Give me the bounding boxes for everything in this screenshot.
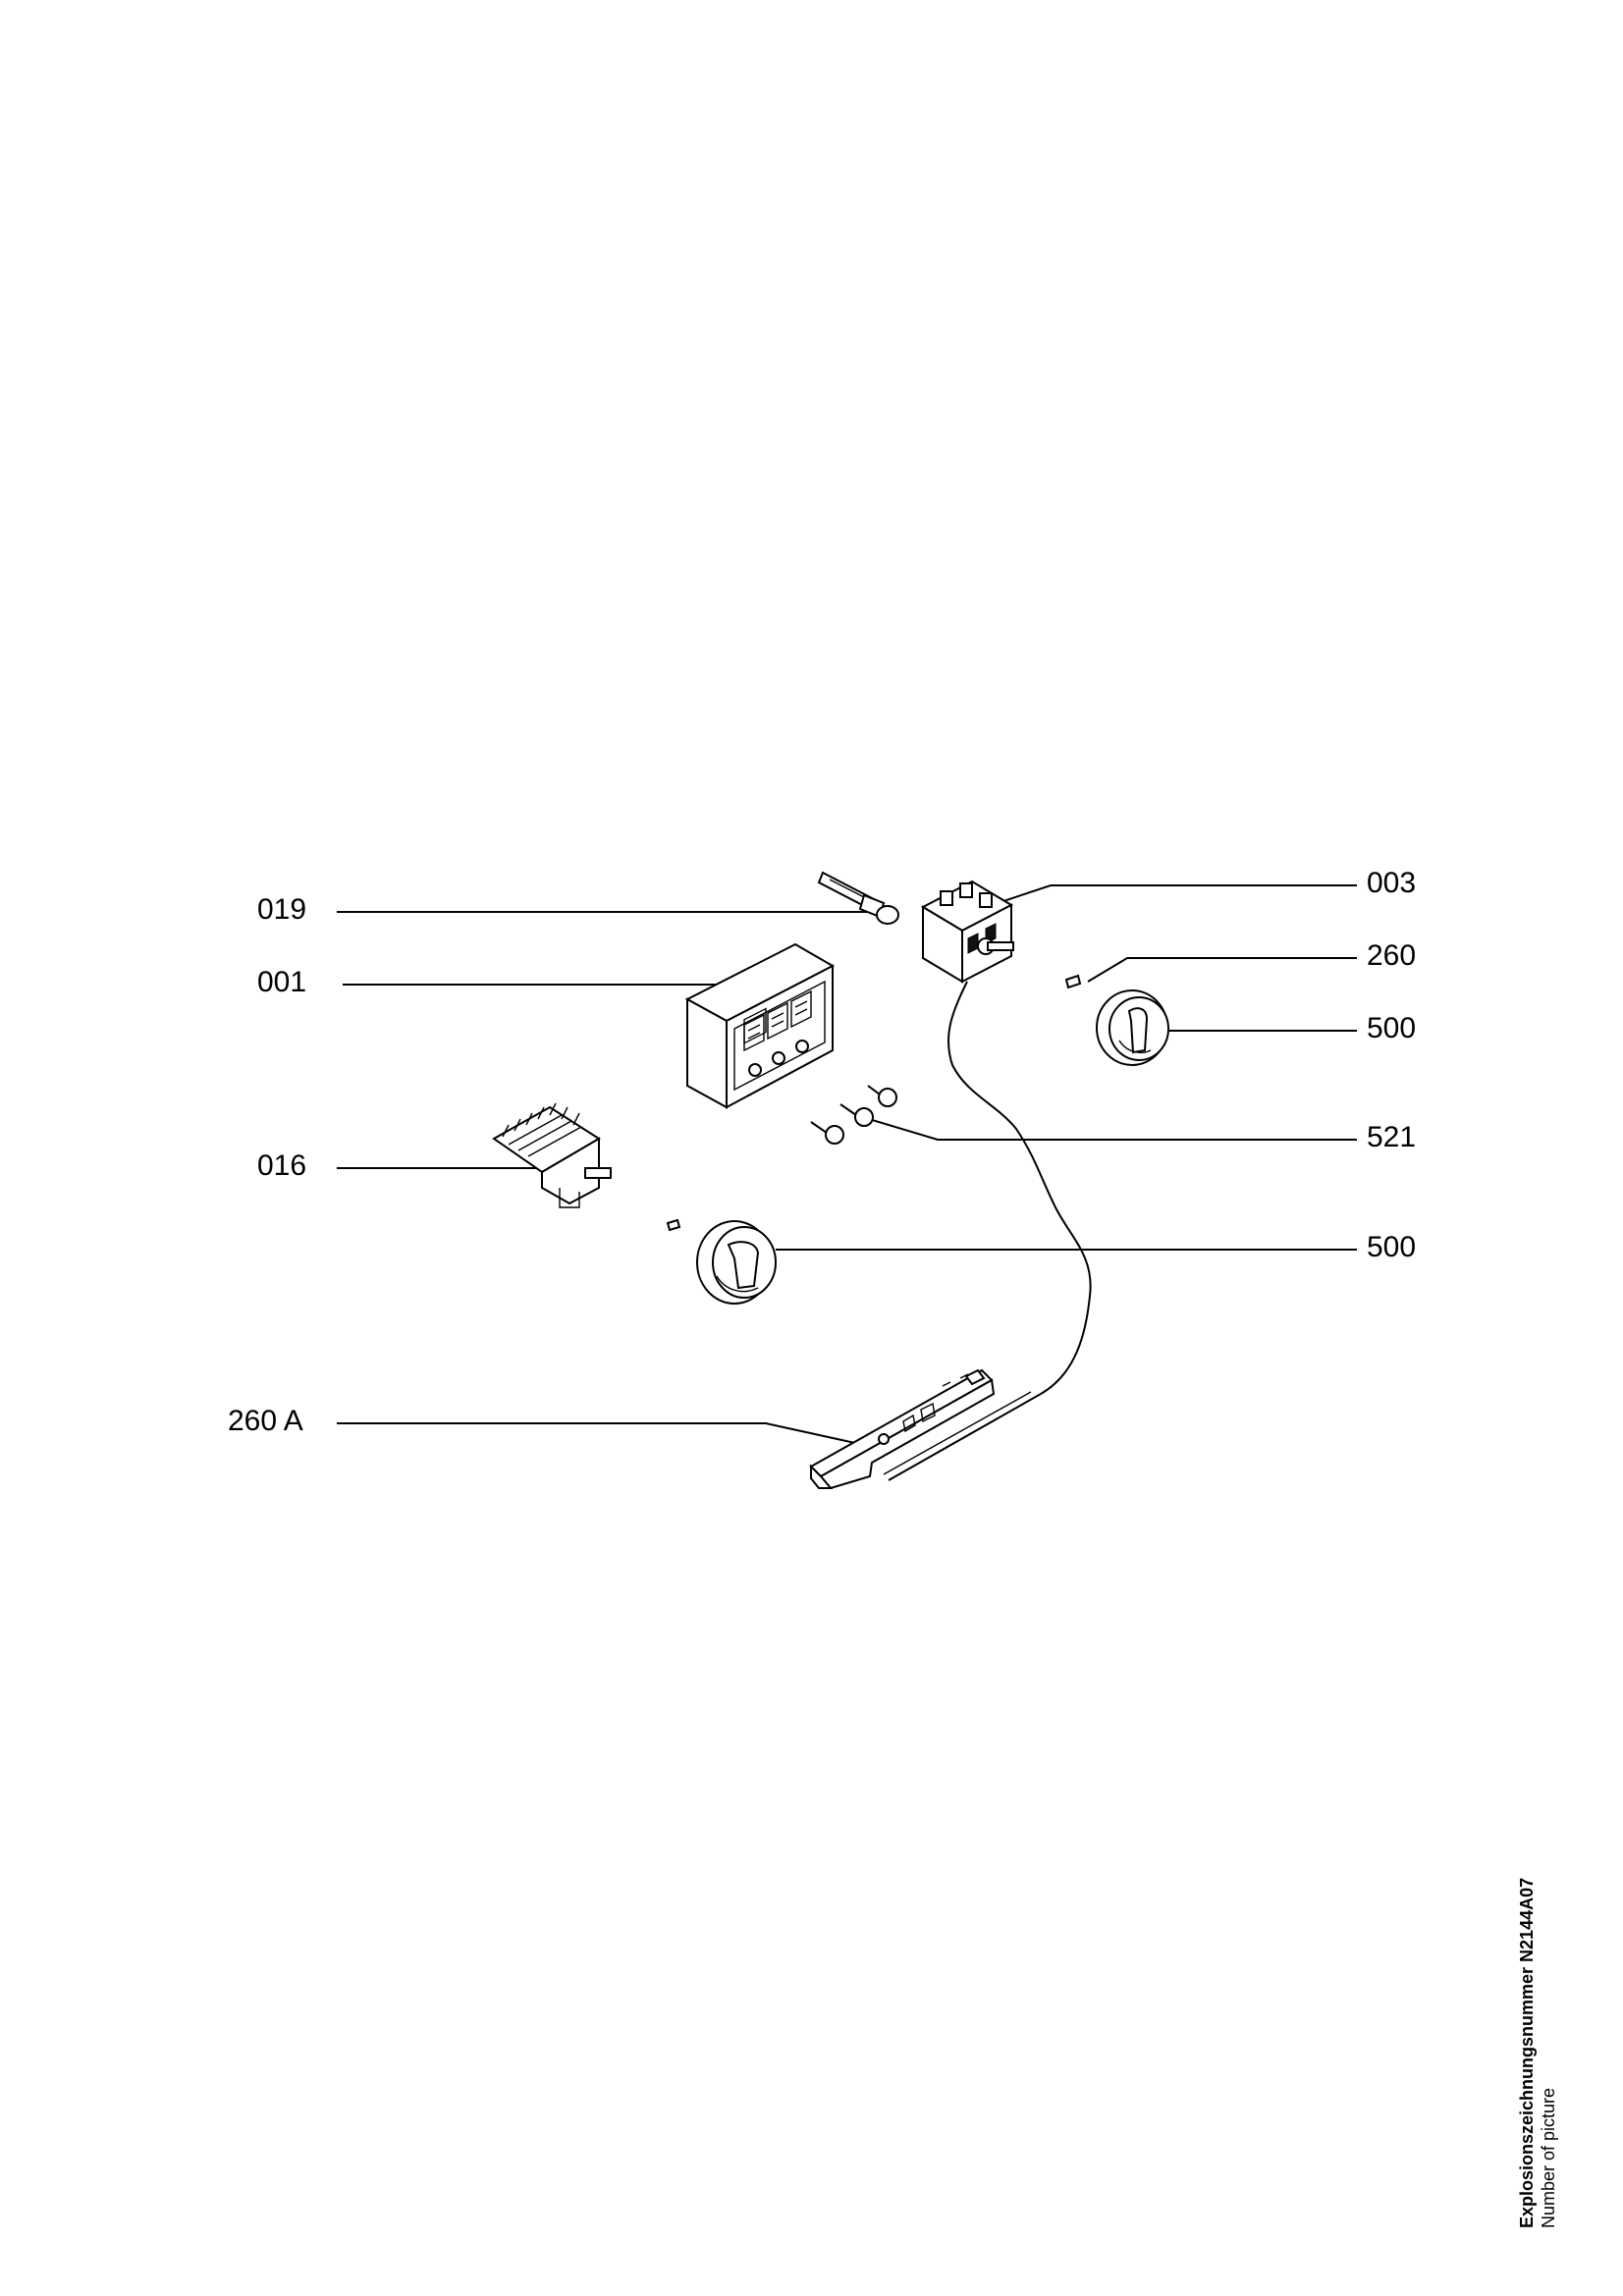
callout-260a: 260 A: [228, 1405, 303, 1437]
leader-lines: [337, 884, 1357, 1446]
leader-003: [991, 884, 1357, 906]
capillary-cable: [947, 981, 1092, 1395]
thermostat-003: [920, 880, 1014, 984]
callout-521: 521: [1367, 1121, 1417, 1153]
callout-001: 001: [257, 966, 307, 998]
drawing-number: Explosionszeichnungsnummer N2144A07: [1517, 1877, 1537, 2228]
knob-500-lower: [696, 1220, 777, 1305]
knob-500-upper: [1096, 989, 1169, 1066]
clip-260: [1064, 974, 1082, 989]
callout-019: 019: [257, 893, 307, 926]
selector-switch-016: [492, 1102, 612, 1208]
callout-500-lower: 500: [1367, 1231, 1417, 1263]
push-buttons-521: [810, 1085, 897, 1145]
clip-lower: [666, 1218, 681, 1232]
lamp-019: [817, 871, 899, 925]
callout-260: 260: [1367, 939, 1417, 972]
leader-260: [1087, 957, 1357, 983]
callout-003: 003: [1367, 867, 1417, 899]
leader-260a: [337, 1422, 865, 1446]
leader-521: [868, 1118, 1357, 1141]
drawing-caption: Explosionszeichnungsnummer N2144A07 Numb…: [1516, 1639, 1575, 2228]
drawing-number-subtitle: Number of picture: [1539, 2087, 1558, 2228]
bracket-260a: [809, 1368, 996, 1490]
callout-500-upper: 500: [1367, 1012, 1417, 1044]
callout-016: 016: [257, 1149, 307, 1182]
timer-module-001: [684, 942, 836, 1109]
capillary-tube: [888, 1393, 1042, 1481]
